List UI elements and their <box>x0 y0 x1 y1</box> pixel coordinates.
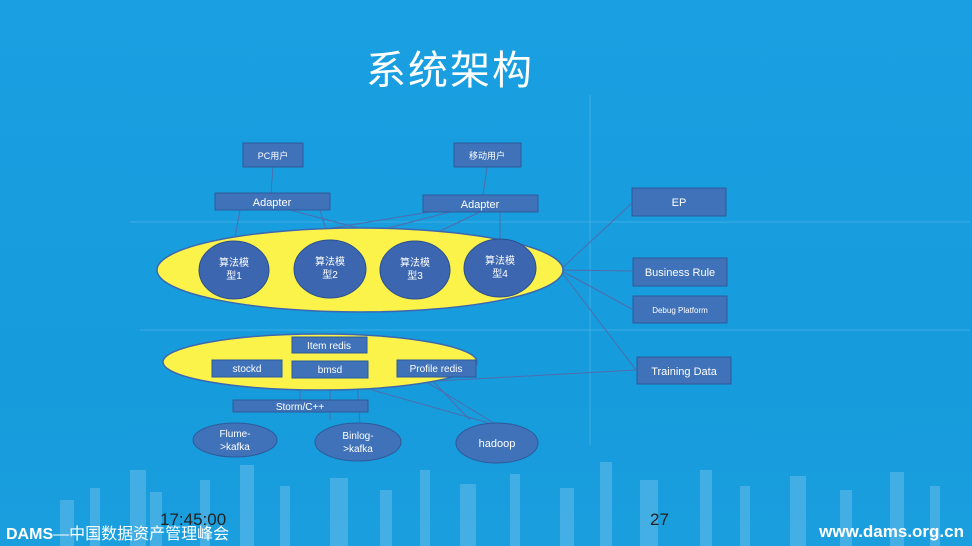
flume-label-line2: >kafka <box>220 442 250 453</box>
business-rule-label: Business Rule <box>645 267 715 279</box>
flume-kafka-source: Flume- >kafka <box>192 422 278 458</box>
adapter-label-right: Adapter <box>461 199 500 211</box>
profile-redis-label: Profile redis <box>410 364 463 375</box>
footer-summit-name: —中国数据资产管理峰会 <box>53 526 230 543</box>
ep-label: EP <box>672 197 687 209</box>
model-4-label-line1: 算法模 <box>485 254 515 267</box>
slide-title: 系统架构 <box>366 48 534 94</box>
model-2-label-line1: 算法模 <box>315 255 345 268</box>
stockd-label: stockd <box>233 364 262 375</box>
model-1: 算法模 型1 <box>198 240 270 300</box>
storm-label: Storm/C++ <box>276 402 325 413</box>
binlog-kafka-source: Binlog- >kafka <box>314 422 402 462</box>
model-3-label-line2: 型3 <box>407 269 423 282</box>
flume-label-line1: Flume- <box>219 429 250 440</box>
model-1-label-line1: 算法模 <box>219 256 249 269</box>
ep-box: EP <box>631 187 727 217</box>
stockd-box: stockd <box>211 359 283 378</box>
training-data-label: Training Data <box>651 366 718 378</box>
adapter-label-left: Adapter <box>253 197 292 209</box>
hadoop-label: hadoop <box>479 438 516 450</box>
footer-url: www.dams.org.cn <box>819 522 964 541</box>
item-redis-box: Item redis <box>291 336 368 354</box>
bmsd-box: bmsd <box>291 360 369 379</box>
item-redis-label: Item redis <box>307 341 351 352</box>
pc-user-label: PC用户 <box>258 150 289 161</box>
footer-brand: DAMS—中国数据资产管理峰会 <box>6 520 229 544</box>
model-3: 算法模 型3 <box>379 240 451 300</box>
mobile-user-box: 移动用户 <box>453 142 522 168</box>
slide-page-number: 27 <box>650 510 669 529</box>
model-4-label-line2: 型4 <box>492 267 508 280</box>
binlog-label-line2: >kafka <box>343 444 373 455</box>
debug-platform-box: Debug Platform <box>632 295 728 324</box>
debug-platform-label: Debug Platform <box>652 306 708 315</box>
slide-time: 17:45:00 <box>160 510 227 529</box>
model-1-label-line2: 型1 <box>226 269 242 282</box>
footer-brand-name: DAMS <box>6 526 54 543</box>
storm-box: Storm/C++ <box>232 399 369 413</box>
binlog-label-line1: Binlog- <box>342 431 373 442</box>
training-data-box: Training Data <box>636 356 732 385</box>
adapter-box-left: Adapter <box>214 192 331 211</box>
hadoop-source: hadoop <box>455 422 539 464</box>
model-2: 算法模 型2 <box>293 239 367 299</box>
pc-user-box: PC用户 <box>242 142 304 168</box>
mobile-user-label: 移动用户 <box>469 150 505 161</box>
bmsd-label: bmsd <box>318 365 342 376</box>
model-4: 算法模 型4 <box>463 238 537 298</box>
model-3-label-line1: 算法模 <box>400 256 430 269</box>
profile-redis-box: Profile redis <box>396 359 477 378</box>
model-2-label-line2: 型2 <box>322 268 338 281</box>
business-rule-box: Business Rule <box>632 257 728 287</box>
adapter-box-right: Adapter <box>422 194 539 213</box>
